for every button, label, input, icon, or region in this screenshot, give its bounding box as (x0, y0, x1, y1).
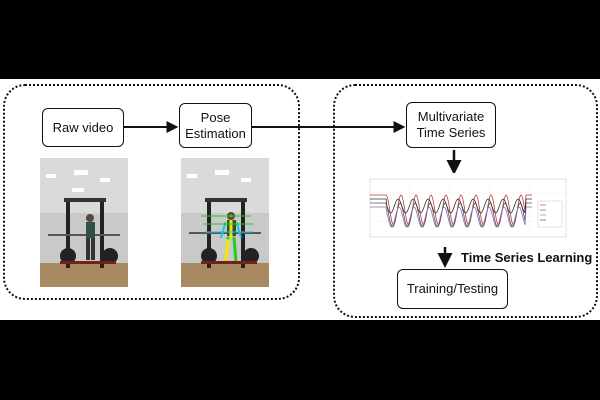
training-testing-label: Training/Testing (406, 281, 499, 296)
pose-estimation-label: Pose Estimation (185, 109, 246, 141)
multivariate-time-series-node: Multivariate Time Series (406, 102, 496, 148)
video-processing-group (3, 84, 300, 300)
raw-video-label: Raw video (52, 119, 114, 135)
pose-estimation-frame (181, 158, 269, 287)
raw-video-frame (40, 158, 128, 287)
training-testing-node: Training/Testing (397, 269, 508, 309)
time-series-learning-label: Time Series Learning (461, 250, 593, 265)
multivariate-time-series-label: Multivariate Time Series (416, 109, 486, 140)
learning-group (333, 84, 598, 318)
time-series-plot-thumbnail (356, 173, 576, 247)
raw-video-node: Raw video (42, 108, 124, 147)
pose-estimation-node: Pose Estimation (179, 103, 252, 148)
